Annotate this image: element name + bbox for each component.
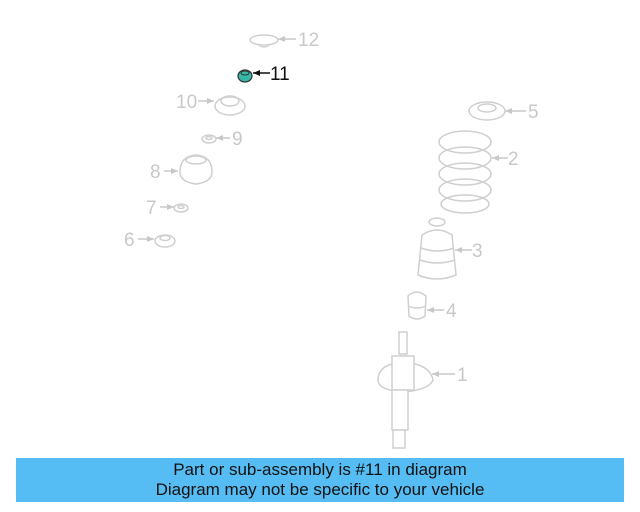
part-2[interactable]: 2 (438, 130, 519, 214)
banner-line-part: Part or sub-assembly is #11 in diagram (173, 460, 467, 479)
parts-diagram: 12 11 10 9 8 7 (124, 30, 539, 449)
callout-5: 5 (528, 102, 539, 123)
part-9[interactable]: 9 (201, 129, 243, 150)
callout-3: 3 (472, 241, 483, 262)
part-10[interactable]: 10 (176, 92, 246, 116)
part-6[interactable]: 6 (124, 230, 176, 251)
part-7[interactable]: 7 (146, 198, 189, 219)
part-11[interactable]: 11 (237, 64, 290, 85)
info-banner: Part or sub-assembly is #11 in diagram D… (16, 458, 624, 502)
callout-11: 11 (270, 64, 290, 85)
callout-2: 2 (508, 149, 519, 170)
callout-8: 8 (150, 162, 161, 183)
part-4[interactable]: 4 (407, 291, 457, 322)
banner-line-disclaimer: Diagram may not be specific to your vehi… (155, 480, 485, 499)
part-5[interactable]: 5 (468, 101, 539, 123)
callout-9: 9 (232, 129, 243, 150)
callout-10: 10 (176, 92, 197, 113)
callout-1: 1 (457, 365, 468, 386)
part-12[interactable]: 12 (249, 30, 319, 51)
callout-6: 6 (124, 230, 135, 251)
part-8[interactable]: 8 (150, 154, 213, 185)
part-3[interactable]: 3 (417, 217, 483, 280)
callout-12: 12 (298, 30, 319, 51)
part-1[interactable]: 1 (377, 331, 468, 449)
callout-4: 4 (446, 301, 457, 322)
callout-7: 7 (146, 198, 157, 219)
